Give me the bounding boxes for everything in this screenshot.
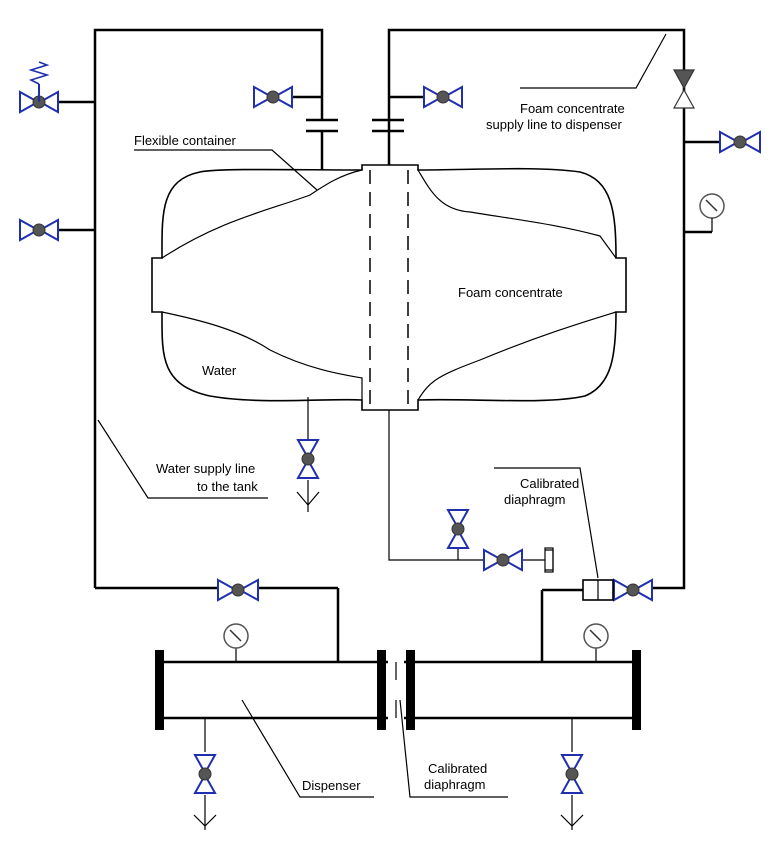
pressure-gauge-icon (583, 623, 609, 649)
label-water-line-2: to the tank (197, 479, 258, 494)
flexible-container-tank (151, 164, 627, 411)
label-dispenser: Dispenser (302, 778, 361, 793)
valve-icon[interactable] (560, 754, 584, 794)
valve-icon[interactable] (193, 754, 217, 794)
leader-lines (97, 33, 667, 798)
pressure-gauge-icon (223, 623, 249, 649)
water-supply-pipe (58, 28, 340, 662)
label-foam-concentrate: Foam concentrate (458, 285, 563, 300)
dispenser (155, 648, 641, 830)
valve-icon[interactable] (253, 85, 293, 109)
valve-icon[interactable] (296, 439, 320, 479)
foam-supply-pipe (387, 28, 720, 662)
safety-valve-icon[interactable] (28, 61, 50, 102)
foam-outlet-pipe (388, 410, 554, 573)
valve-icon[interactable] (446, 509, 470, 549)
valve-icon[interactable] (19, 218, 59, 242)
label-foam-line-2: supply line to dispenser (486, 117, 623, 132)
tank-drain-pipe (296, 397, 320, 512)
valve-icon[interactable] (613, 578, 653, 602)
flange-joint-water (306, 118, 338, 133)
check-valve-icon[interactable] (672, 69, 696, 109)
valve-icon[interactable] (719, 130, 761, 154)
calibrated-diaphragm-icon (582, 579, 614, 601)
label-diaphragm-bottom-2: diaphragm (424, 777, 485, 792)
label-water: Water (202, 363, 237, 378)
label-flexible-container: Flexible container (134, 133, 237, 148)
valve-icon[interactable] (483, 548, 523, 572)
label-water-line-1: Water supply line (156, 461, 255, 476)
valve-icon[interactable] (423, 85, 463, 109)
label-diaphragm-bottom-1: Calibrated (428, 761, 487, 776)
label-diaphragm-top-2: diaphragm (504, 492, 565, 507)
valve-icon[interactable] (217, 578, 259, 602)
flange-joint-foam (372, 118, 404, 133)
label-diaphragm-top-1: Calibrated (520, 476, 579, 491)
pressure-gauge-icon (699, 193, 725, 232)
valve-icon[interactable] (19, 90, 59, 114)
label-foam-line-1: Foam concentrate (520, 101, 625, 116)
